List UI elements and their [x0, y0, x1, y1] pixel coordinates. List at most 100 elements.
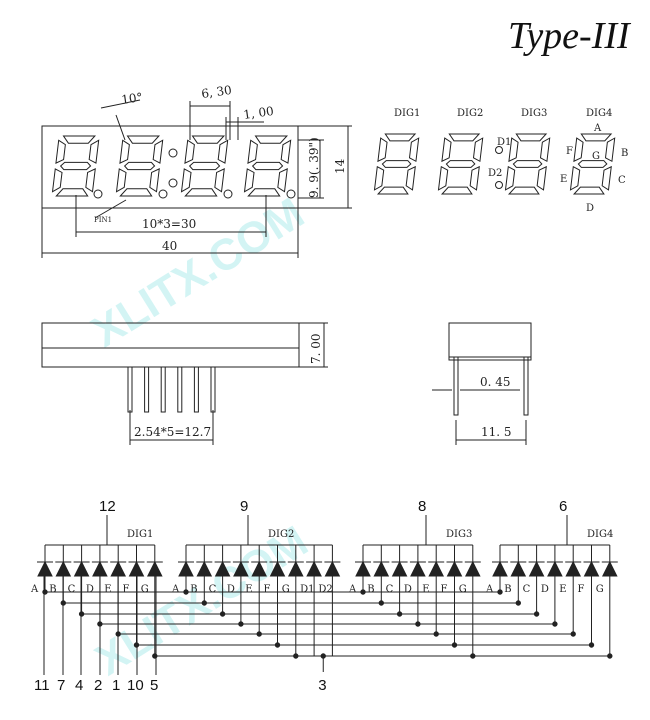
- side-pin: [144, 366, 150, 413]
- seg-d-label: D: [586, 203, 594, 214]
- pin-pitch-label: 2.54*5=12.7: [134, 425, 211, 439]
- group-label-dig3: DIG3: [446, 529, 472, 540]
- led-diode: [391, 560, 408, 577]
- anode-label-a: A: [30, 584, 39, 595]
- anode-label-a: A: [348, 584, 357, 595]
- anode-label-f: F: [264, 584, 271, 595]
- map-dig3-label: DIG3: [521, 108, 547, 119]
- led-diode: [583, 560, 600, 577]
- front-digit-3: [180, 135, 229, 197]
- front-digit-2: [115, 135, 164, 197]
- anode-label-d: D: [404, 584, 412, 595]
- angle-label: 10°: [120, 90, 143, 107]
- seg-f-label: F: [566, 146, 573, 157]
- front-digit-1: [51, 135, 100, 197]
- map-digit-2: [437, 133, 484, 195]
- display-outline: [41, 125, 299, 209]
- led-diode: [464, 560, 481, 577]
- led-diode: [355, 560, 371, 577]
- anode-label-c: C: [386, 584, 394, 595]
- common-pin-dig4: 6: [559, 498, 567, 515]
- map-digits: [373, 133, 616, 195]
- led-diode: [306, 560, 322, 577]
- segment-pin-11: 11: [34, 677, 50, 694]
- dp-offset-label: 1, 00: [242, 104, 274, 122]
- front-view: [41, 99, 352, 258]
- side-pin: [127, 366, 133, 413]
- segment-pin-5: 5: [150, 677, 158, 694]
- anode-label-d: D: [541, 584, 549, 595]
- side-pin: [193, 366, 199, 413]
- map-dig1-label: DIG1: [394, 108, 420, 119]
- map-digit-4: [569, 133, 616, 195]
- map-digit-1: [373, 133, 420, 195]
- led-diode: [428, 560, 445, 577]
- map-dig4-label: DIG4: [586, 108, 612, 119]
- anode-label-c: C: [68, 584, 76, 595]
- led-diode: [410, 560, 426, 577]
- segment-pin-1: 1: [112, 677, 120, 694]
- anode-label-g: G: [141, 584, 149, 595]
- led-diode: [146, 560, 163, 577]
- anode-label-d: D: [227, 584, 235, 595]
- led-diode: [492, 560, 508, 577]
- anode-label-f: F: [123, 584, 130, 595]
- anode-label-c: C: [523, 584, 531, 595]
- seg-e-label: E: [560, 174, 567, 185]
- anode-label-f: F: [441, 584, 448, 595]
- led-diode: [547, 560, 563, 577]
- seg-g-label: G: [592, 151, 600, 162]
- anode-label-f: F: [578, 584, 585, 595]
- anode-label-b: B: [367, 584, 374, 595]
- anode-label-b: B: [504, 584, 511, 595]
- anode-label-c: C: [209, 584, 217, 595]
- colon-d2-label: D2: [488, 168, 502, 179]
- segment-pin-10: 10: [127, 677, 144, 694]
- side-pin: [160, 366, 166, 413]
- common-pin-dig1: 12: [99, 498, 116, 515]
- front-digit-4: [243, 135, 292, 197]
- height-total-label: 14: [333, 158, 347, 174]
- pitch-label: 6, 30: [200, 83, 232, 101]
- depth-label: 11. 5: [481, 425, 512, 439]
- anode-label-b: B: [190, 584, 197, 595]
- anode-label-b: B: [49, 584, 56, 595]
- anode-label-e: E: [245, 584, 252, 595]
- pin-span-label: 10*3=30: [142, 217, 196, 231]
- map-digit-3: [504, 133, 551, 195]
- anode-label-e: E: [422, 584, 429, 595]
- watermark-bottom: XLITX.COM: [87, 517, 316, 686]
- led-diode: [128, 560, 145, 577]
- anode-label-g: G: [459, 584, 467, 595]
- height-inner-label: 9. 9(. 39"): [307, 137, 321, 198]
- page-title: Type-III: [508, 15, 632, 57]
- anode-label-e: E: [559, 584, 566, 595]
- seg-a-label: A: [593, 123, 602, 134]
- common-pin-dig3: 8: [418, 498, 426, 515]
- segment-pin-7: 7: [57, 677, 65, 694]
- segment-pin-4: 4: [75, 677, 83, 694]
- side-pin: [177, 366, 183, 413]
- side-view-short: [432, 322, 532, 445]
- led-diode: [178, 560, 194, 577]
- group-label-dig1: DIG1: [127, 529, 153, 540]
- height-7-label: 7. 00: [309, 333, 323, 364]
- colon-d1-label: D1: [497, 137, 511, 148]
- front-digits: [51, 135, 292, 197]
- led-diode: [92, 560, 108, 577]
- dot-pin-3: 3: [318, 677, 326, 694]
- group-label-dig4: DIG4: [587, 529, 613, 540]
- seg-c-label: C: [618, 175, 626, 186]
- anode-label-e: E: [104, 584, 111, 595]
- seg-b-label: B: [621, 148, 628, 159]
- led-diode: [601, 560, 618, 577]
- width-total-label: 40: [162, 239, 177, 253]
- led-diode: [37, 560, 53, 577]
- side-view-long: [41, 322, 328, 445]
- map-dig2-label: DIG2: [457, 108, 483, 119]
- anode-label-g: G: [596, 584, 604, 595]
- side-pin: [210, 366, 216, 413]
- led-diode: [446, 560, 463, 577]
